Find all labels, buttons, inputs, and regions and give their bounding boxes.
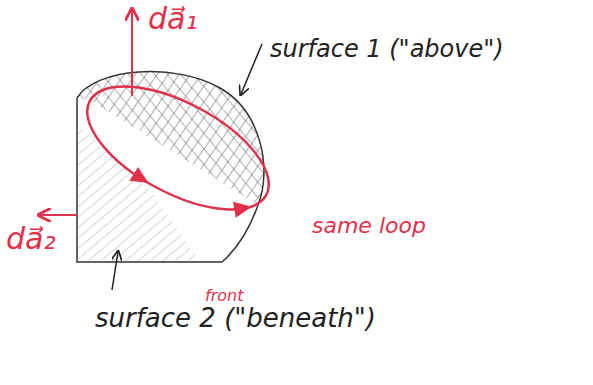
- loop-arrowhead: [234, 200, 251, 216]
- loop-arrowhead: [131, 168, 151, 188]
- note-label: same loop: [312, 214, 426, 238]
- normal-vector: [131, 10, 133, 96]
- pointer-arrow: [241, 44, 262, 94]
- pointer-arrow: [112, 252, 118, 290]
- surface-label: surface 1 ("above"): [270, 36, 504, 62]
- vector-label: da⃗₁: [148, 2, 197, 35]
- surface-label: surface 2 ("beneath"): [95, 304, 376, 333]
- vector-label: da⃗₂: [6, 222, 55, 255]
- loop-curve: [69, 61, 288, 234]
- box-outline: [77, 98, 222, 262]
- normal-vector: [40, 214, 77, 216]
- dome-outline: [77, 72, 264, 262]
- surface-hatch: [77, 125, 200, 262]
- note-label: front: [205, 287, 243, 305]
